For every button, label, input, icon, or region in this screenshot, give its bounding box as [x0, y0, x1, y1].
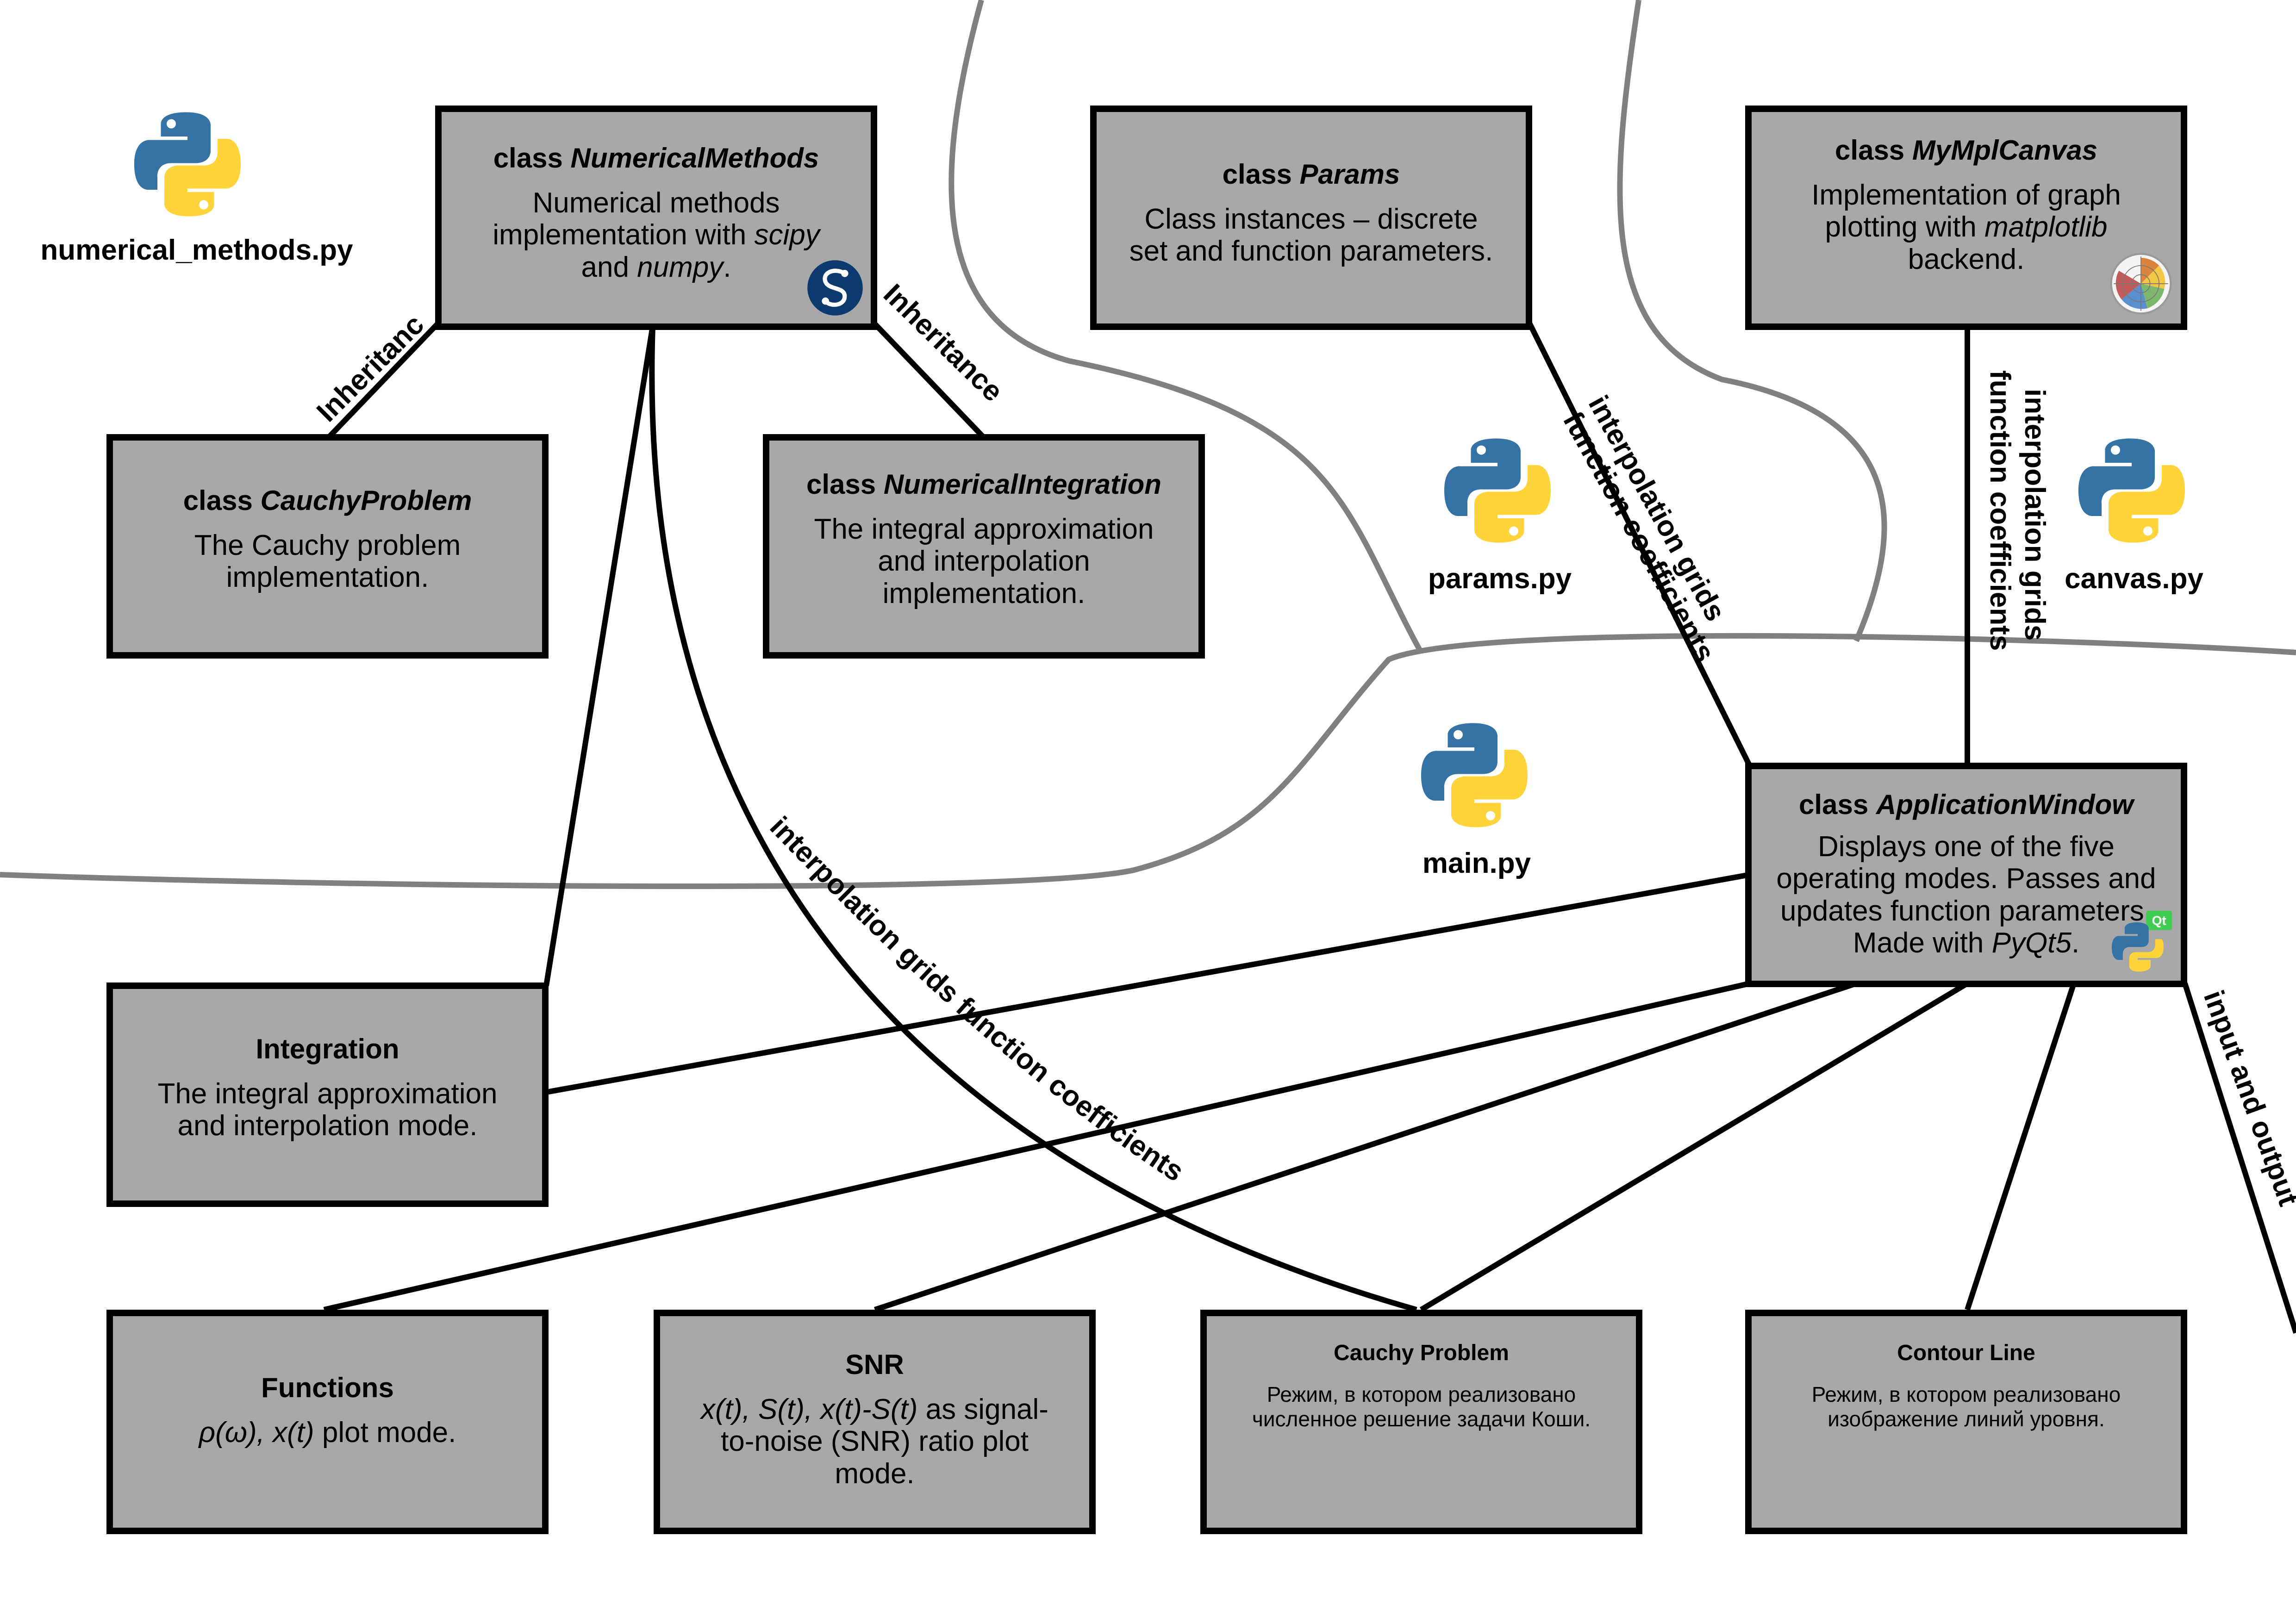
edge-inheritance-integration	[873, 322, 986, 440]
contour-line-mode-box: Contour Line Режим, в котором реализован…	[1745, 1310, 2187, 1534]
edge-inheritance-cauchy	[326, 322, 440, 440]
class-params-title: class Params	[1222, 159, 1400, 190]
cauchy-problem-mode-desc: Режим, в котором реализовано численное р…	[1252, 1382, 1591, 1431]
matplotlib-icon	[2110, 253, 2172, 315]
class-numerical-methods-title: class NumericalMethods	[493, 143, 819, 174]
filename-numerical-methods: numerical_methods.py	[40, 234, 353, 266]
connections	[323, 322, 2296, 1334]
module-boundaries	[0, 0, 2296, 889]
class-params-desc: Class instances – discrete set and funct…	[1129, 203, 1493, 267]
class-application-window-title: class ApplicationWindow	[1799, 789, 2134, 820]
filename-main: main.py	[1422, 847, 1531, 879]
class-application-window-desc: Displays one of the five operating modes…	[1776, 831, 2156, 959]
edge-app-io	[2182, 983, 2296, 1334]
class-mympl-canvas-box: class MyMplCanvas Implementation of grap…	[1745, 106, 2187, 330]
functions-mode-box: Functions ρ(ω), x(t) plot mode.	[106, 1310, 549, 1534]
class-params-box: class Params Class instances – discrete …	[1090, 106, 1532, 330]
integration-mode-box: Integration The integral approximation a…	[106, 983, 549, 1207]
filename-params: params.py	[1428, 563, 1572, 595]
python-logo-numerical-methods	[134, 112, 241, 217]
contour-line-mode-desc: Режим, в котором реализовано изображение…	[1811, 1382, 2121, 1431]
integration-mode-desc: The integral approximation and interpola…	[157, 1078, 498, 1142]
python-logo-params	[1444, 438, 1551, 543]
edge-numerical-to-cauchy-mode	[649, 326, 1417, 1312]
svg-text:Qt: Qt	[2152, 914, 2166, 928]
class-mympl-canvas-title: class MyMplCanvas	[1835, 135, 2097, 166]
functions-mode-title: Functions	[261, 1372, 394, 1403]
edge-app-to-functions-mode	[323, 981, 1751, 1312]
class-numerical-integration-box: class NumericalIntegration The integral …	[763, 434, 1205, 659]
class-application-window-box: class ApplicationWindow Displays one of …	[1745, 763, 2187, 987]
edge-label-interp-long: interpolation grids function coefficient…	[764, 811, 1190, 1188]
snr-mode-title: SNR	[845, 1349, 904, 1380]
class-cauchy-problem-title: class CauchyProblem	[183, 485, 472, 516]
snr-mode-desc: x(t), S(t), x(t)-S(t) as signal- to-nois…	[701, 1393, 1048, 1490]
edge-label-interp-canvas-2: function coefficients	[1984, 370, 2016, 651]
integration-mode-title: Integration	[256, 1033, 399, 1064]
python-logo-canvas	[2078, 438, 2185, 543]
edge-numerical-to-integration-mode	[543, 326, 655, 986]
params-module-boundary	[948, 0, 1424, 654]
edge-app-to-integration-mode	[545, 872, 1751, 1095]
class-numerical-integration-title: class NumericalIntegration	[806, 469, 1161, 500]
class-cauchy-problem-box: class CauchyProblem The Cauchy problem i…	[106, 434, 549, 659]
main-module-boundary	[0, 633, 2296, 889]
functions-mode-desc: ρ(ω), x(t) plot mode.	[199, 1417, 456, 1449]
cauchy-problem-mode-title: Cauchy Problem	[1334, 1341, 1509, 1365]
python-logo-main	[1421, 723, 1528, 827]
filename-canvas: canvas.py	[2065, 563, 2203, 595]
contour-line-mode-title: Contour Line	[1897, 1341, 2035, 1365]
class-numerical-integration-desc: The integral approximation and interpola…	[814, 513, 1154, 609]
scipy-icon	[807, 260, 863, 316]
class-numerical-methods-box: class NumericalMethods Numerical methods…	[435, 106, 877, 330]
edge-app-to-cauchy-mode	[1419, 981, 1969, 1312]
edge-app-to-snr-mode	[874, 981, 1857, 1312]
edge-label-inheritance-right: Inheritance	[877, 278, 1009, 408]
class-numerical-methods-desc: Numerical methods implementation with sc…	[493, 187, 820, 283]
cauchy-problem-mode-box: Cauchy Problem Режим, в котором реализов…	[1200, 1310, 1642, 1534]
edge-app-to-contour-mode	[1965, 983, 2077, 1311]
edge-params-to-app	[1527, 323, 1753, 767]
class-mympl-canvas-desc: Implementation of graph plotting with ma…	[1811, 179, 2121, 275]
class-cauchy-problem-desc: The Cauchy problem implementation.	[194, 529, 461, 594]
edge-label-interp-canvas-1: interpolation grids	[2019, 389, 2051, 640]
canvas-module-boundary	[1617, 0, 1887, 642]
snr-mode-box: SNR x(t), S(t), x(t)-S(t) as signal- to-…	[654, 1310, 1096, 1534]
pyqt-icon: Qt	[2112, 910, 2172, 972]
